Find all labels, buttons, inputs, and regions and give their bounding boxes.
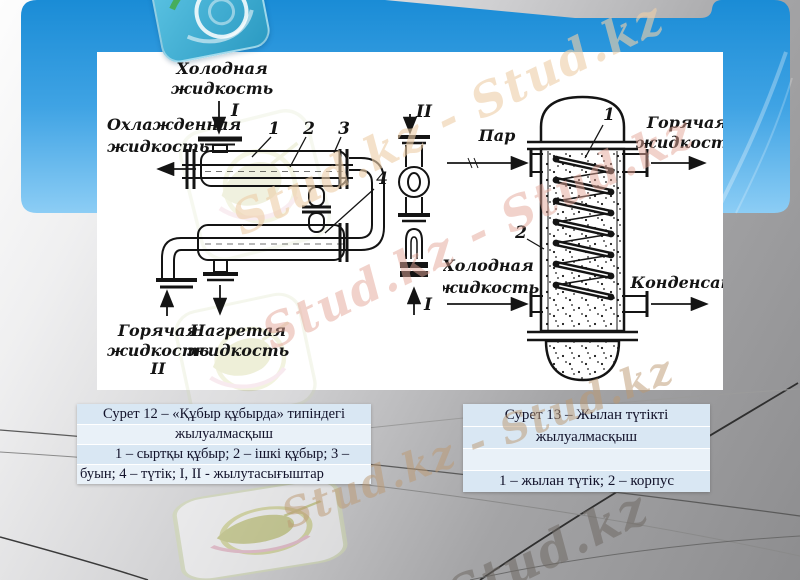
outer-pipe-upper (200, 150, 348, 187)
callout-2: 2 (514, 223, 527, 243)
callout-1: 1 (268, 119, 280, 139)
label-cooled-liquid-line1: Охлажденная (107, 115, 241, 134)
pipe-in-pipe-assembly (156, 136, 385, 289)
label-cold-liquid-line1: Холодная (443, 256, 534, 275)
label-heated-liquid-line1: Нагретая (189, 321, 286, 340)
label-hot-liquid-II: II (150, 359, 166, 378)
figure13-caption-line1: Сурет 13 – Жылан түтікті (463, 404, 710, 426)
coil-tube (552, 155, 615, 301)
label-hot-liquid-line1: Горячая (646, 113, 723, 132)
label-hot-liquid-line2: жидкость (636, 133, 723, 152)
callout-4: 4 (376, 169, 388, 189)
leader-lines (526, 124, 604, 250)
tube-detail-assembly (398, 135, 430, 277)
figure12-caption-line1: Сурет 12 – «Құбыр құбырда» типіндегі (77, 404, 371, 424)
callout-3: 3 (338, 119, 350, 139)
figure12-caption-line2: жылуалмасқыш (77, 424, 371, 444)
vessel-nozzles (529, 149, 649, 317)
coupling-ring (398, 166, 430, 198)
label-cold-liquid-line1: Холодная (175, 59, 267, 78)
flow-I-top: I (230, 101, 240, 121)
callout-1: 1 (603, 105, 615, 125)
outlet-nozzle (213, 259, 228, 273)
leader-lines (251, 136, 375, 234)
label-cooled-liquid-line2: жидкость (107, 137, 209, 156)
label-hot-liquid-line2: жидкость (107, 341, 209, 360)
figure13-caption-line2: жылуалмасқыш (463, 426, 710, 448)
link-loop (405, 227, 423, 259)
figure12-diagram: Холодная жидкость Охлажденная жидкость Г… (107, 59, 433, 378)
elbow-pipe (161, 237, 182, 278)
outer-pipe-lower (197, 224, 345, 261)
flow-arrows (447, 155, 709, 312)
flow-I-side: I (423, 295, 433, 315)
flow-II-side: II (415, 102, 433, 122)
label-steam: Пар (478, 126, 516, 145)
figure13-caption: Сурет 13 – Жылан түтікті жылуалмасқыш 1 … (463, 404, 710, 492)
label-cold-liquid-line2: жидкость (171, 79, 273, 98)
label-condensate: Конденсат (630, 273, 723, 292)
callout-2: 2 (302, 119, 315, 139)
label-cold-liquid-line2: жидкость (443, 278, 539, 297)
u-bend-pipe (349, 157, 385, 251)
vessel-dome-top (539, 95, 626, 141)
label-hot-liquid-line1: Горячая (117, 321, 198, 340)
stud-kz-logo-top (145, 0, 273, 66)
figure12-caption-line4: буын; 4 – түтік; I, II - жылутасығыштар (77, 464, 371, 484)
figure12-caption-line3: 1 – сыртқы құбыр; 2 – ішкі құбыр; 3 – (77, 444, 371, 464)
figure13-caption-line3 (463, 448, 710, 470)
label-heated-liquid-line2: жидкость (187, 341, 289, 360)
figure12-caption: Сурет 12 – «Құбыр құбырда» типіндегі жыл… (77, 404, 371, 484)
figure13-diagram: Пар Горячая жидкость Холодная жидкость К… (443, 95, 723, 382)
flow-arrows (156, 101, 422, 316)
figure13-caption-line4: 1 – жылан түтік; 2 – корпус (463, 470, 710, 492)
pipe-joint (302, 186, 331, 233)
